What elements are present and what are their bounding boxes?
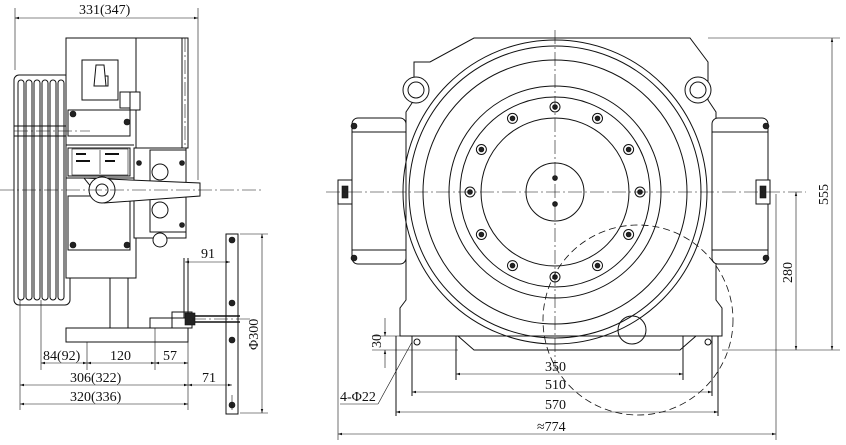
bolt-icon xyxy=(594,115,601,122)
dim-base-57: 57 xyxy=(163,349,177,364)
front-view: 555 280 30 350 510 570 ≈774 4-Φ22 xyxy=(326,30,840,440)
bolt-icon xyxy=(179,222,185,228)
dim-510: 510 xyxy=(545,378,566,393)
side-view: 331(347) xyxy=(0,3,268,415)
dim-320: 320(336) xyxy=(70,390,122,405)
nameplate-icon xyxy=(71,148,129,176)
dim-306: 306(322) xyxy=(70,371,122,386)
dim-height: 555 xyxy=(817,184,832,205)
brake-right xyxy=(711,117,771,265)
bolt-icon xyxy=(228,236,236,244)
dim-71: 71 xyxy=(202,371,216,386)
side-base xyxy=(65,258,193,343)
motor-housing xyxy=(65,37,201,279)
bolt-circle xyxy=(464,101,646,283)
bolt-icon xyxy=(179,160,185,166)
dim-774: ≈774 xyxy=(537,420,566,435)
bolt-icon xyxy=(478,146,485,153)
dim-rope-diameter: Φ300 xyxy=(247,319,262,350)
bolt-icon xyxy=(228,299,236,307)
dim-pulley-offset: 84(92) xyxy=(43,349,81,364)
bolt-icon xyxy=(123,241,131,249)
bolt-icon xyxy=(625,146,632,153)
front-base xyxy=(395,335,722,416)
bolt-icon xyxy=(509,262,516,269)
dim-axis-to-edge: 91 xyxy=(201,247,215,262)
dim-350: 350 xyxy=(545,360,566,375)
bolt-icon xyxy=(228,336,236,344)
bolt-icon xyxy=(69,110,77,118)
bolt-icon xyxy=(478,231,485,238)
bolt-icon xyxy=(509,115,516,122)
bolt-icon xyxy=(136,160,142,166)
dim-holes: 4-Φ22 xyxy=(340,390,376,405)
brake-left xyxy=(337,117,407,265)
rope-plate xyxy=(184,233,240,415)
bolt-icon xyxy=(69,241,77,249)
dim-total-width: 331(347) xyxy=(79,3,131,18)
bolt-icon xyxy=(123,118,131,126)
pulley-outline xyxy=(542,224,734,416)
lifting-eye-icon xyxy=(402,76,712,104)
dim-base-thickness: 30 xyxy=(370,334,385,348)
dim-axis-height: 280 xyxy=(781,262,796,283)
dim-570: 570 xyxy=(545,398,566,413)
bolt-icon xyxy=(594,262,601,269)
bolt-icon xyxy=(625,231,632,238)
dim-base-120: 120 xyxy=(110,349,131,364)
